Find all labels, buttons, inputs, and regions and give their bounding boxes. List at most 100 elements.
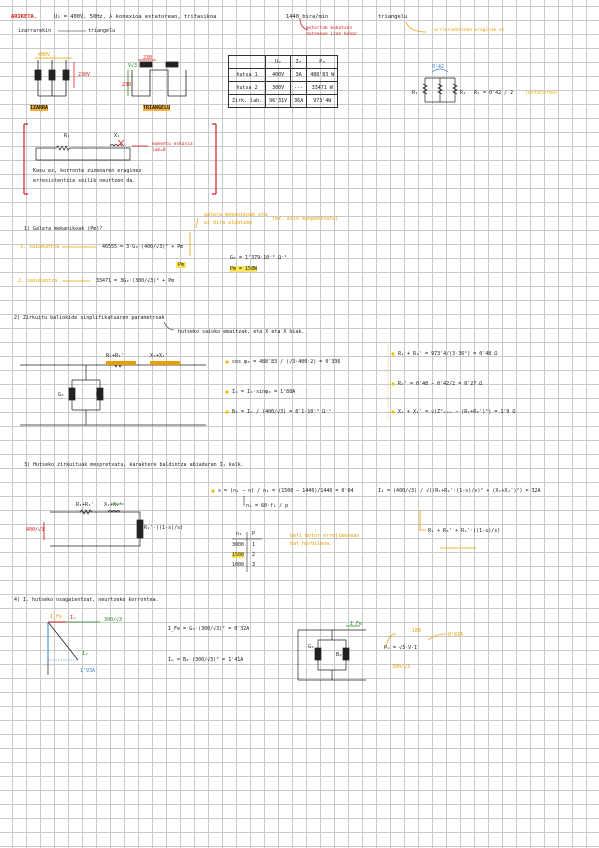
motor-note: motorrak bokatzen dutenean izan behar xyxy=(306,26,358,37)
q2-eq4: R₁ + R₂' = 973'4/(3·36²) = 0'48 Ω xyxy=(398,351,498,357)
q2-eq3: B₀ = Iₘ / (400/√3) = 8'1·10⁻³ Ω⁻¹ xyxy=(232,409,332,415)
q2-eq5: R₂' = 0'48 − 0'42/2 = 0'27 Ω xyxy=(398,381,483,387)
triangle-note: triangelu xyxy=(378,14,408,20)
q2-title: 2) Zirkuitu baliokide sinplifikatuaren p… xyxy=(14,315,165,321)
q4-ckt-b0: B₀ xyxy=(336,652,343,658)
q4-ckt-g0: G₀ xyxy=(308,644,315,650)
q4-phasor-val: 1'93A xyxy=(80,668,96,674)
q3-table-h2: P xyxy=(252,531,256,537)
q4-eq1: I_Fe = G₀·(300/√3)² = 0'32A xyxy=(168,626,250,632)
q3-eq2: I₁ = (400/√3) / √((R₁+R₂'·(1-s)/s)² + (X… xyxy=(378,488,541,494)
test-data-table: U₀ I₀ P₀ hutsa 1 400V 3A 488'83 W hutsa … xyxy=(227,55,339,108)
resistor-formula: R₁ = 0'42 / 2 xyxy=(474,90,514,96)
q3-eq1: s = (n₁ − n) / n₁ = (1500 − 1440)/1440 =… xyxy=(218,488,354,494)
q3-label-x: X₁+X₂' xyxy=(104,502,123,508)
q1-pm-box: Pm xyxy=(176,262,187,268)
q3-voltage: 400/√3 xyxy=(26,527,45,533)
q2-eq2: Iₘ = I₀·sinφ₀ = 1'88A xyxy=(232,389,296,395)
label-230v: 230V xyxy=(78,72,91,78)
circuit-line2: erresistentzia soilik neurtzen da. xyxy=(33,178,136,184)
q2-eq6: X₁ + X₂' = √(Z²ₘₐₓ − (R₁+R₂')²) = 1'9 Ω xyxy=(398,409,516,415)
q3-table-cell: 1000 xyxy=(232,562,245,568)
table-row: hutsa 1 400V 3A 488'83 W xyxy=(227,68,339,82)
q3-arrow xyxy=(419,510,476,549)
q3-title: 3) Hutseko zirkuituak mespretxatu, karak… xyxy=(24,462,244,468)
circuit-line1: Kasu ez, korronte zuzenaren eraginez xyxy=(33,168,142,174)
q1-result2: Pm = 158W xyxy=(230,266,258,272)
q3-circuit xyxy=(43,503,144,547)
q3-eq1b: n₁ = 60·f₁ / p xyxy=(246,503,289,509)
q2-bullets xyxy=(225,345,395,420)
table-cell: Zirk. lab. xyxy=(227,94,267,108)
label-400v-top: 400V xyxy=(38,52,51,58)
izarra-label: IZARRA xyxy=(30,105,49,111)
exercise-title: ARIKETA. xyxy=(11,14,37,20)
q3-table-h1: n₁ xyxy=(236,531,243,537)
q1-arrows xyxy=(62,217,199,282)
triangelu-label: TRIANGELU xyxy=(143,105,171,111)
q3-label-r: R₁+R₂' xyxy=(76,502,95,508)
q3-eq3: R₁ + R₂' + R₂'·((1-s)/s) xyxy=(428,528,501,534)
q1-line1-eq: 46555 = 3·G₀·(400/√3)² + Pm xyxy=(102,244,184,250)
q2-circuit xyxy=(20,321,206,426)
q4-ckt-ih: I_Fe xyxy=(350,621,363,627)
q4-pm-eq: Pₘ = √3·V·I xyxy=(384,645,418,651)
q1-line1-label: 1. saiakuntza xyxy=(20,244,60,250)
q1-note-top2: ez dira aldatzen xyxy=(204,220,253,226)
winding-diagrams xyxy=(34,57,187,97)
q4-phasor-v: 300/√3 xyxy=(104,617,123,623)
table-row: Zirk. lab. 96'31V 36A 973'4W xyxy=(227,94,339,108)
q2-label-x: X₁+X₂' xyxy=(150,353,169,359)
q3-table-cell: 1 xyxy=(252,542,256,548)
circuit-arrow-text: momentu eskasia lab=0 xyxy=(152,142,193,153)
connection-end: triangelu xyxy=(88,28,116,34)
table-cell: 973'4W xyxy=(306,94,339,108)
q4-label-180: 180 xyxy=(412,628,422,634)
q3-table-cell: 3 xyxy=(252,562,256,568)
table-row: hutsa 2 300V --- 33471 W xyxy=(227,81,339,95)
resistor-r1-left: R₁ xyxy=(412,90,419,96)
q3-table-cell: 1500 xyxy=(232,552,245,558)
q2-label-g0: G₀ xyxy=(58,392,65,398)
q2-label-r: R₁+R₂' xyxy=(106,353,125,359)
q1-note-top: galera mekanikoak eta xyxy=(204,212,268,218)
freq-note: arrieradatzeko eraginak ez xyxy=(434,28,505,33)
q2-eq1: cos φ₀ = 488'83 / (√3·400·2) = 0'336 xyxy=(232,359,341,365)
q1-line2-eq: 33471 = 3G₀·(300/√3)² + Pm xyxy=(96,278,175,284)
given-data: U₁ = 400V, 50Hz, ⅄ konexioa estatorean, … xyxy=(54,14,217,20)
circuit-r1: R₁ xyxy=(64,133,71,139)
q4-label-300: 300/√3 xyxy=(392,664,411,670)
speed-value: 1440 bira/min xyxy=(286,14,329,20)
resistor-network xyxy=(422,68,458,103)
circuit-x1: X₁ xyxy=(114,133,121,139)
q3-table-lines xyxy=(211,489,262,572)
resistor-top-label: 0'42 xyxy=(432,64,445,70)
q4-label-im: 0'83A xyxy=(448,632,464,638)
circuit-note-box xyxy=(23,123,217,195)
table-cell: 96'31V xyxy=(265,94,292,108)
q1-title: 1) Galera mekanikoak (Pm)? xyxy=(24,226,103,232)
q4-eq2: Iₘ = B₀·(300/√3)² = 1'41A xyxy=(168,657,244,663)
header-arrows xyxy=(58,17,427,33)
resistor-note: (estatorea) xyxy=(525,90,559,96)
connection-start: izarrarekin xyxy=(18,28,52,34)
q1-note-bracket: (ez. ezin konpentsatu) xyxy=(272,216,339,222)
q4-circuit xyxy=(297,625,447,681)
q3-table-cell: 2 xyxy=(252,552,256,558)
q3-note2: bat hurbilena. xyxy=(290,541,333,547)
q4-phasor xyxy=(47,621,100,675)
q3-note: beti motor errejimenean xyxy=(290,533,360,539)
q4-phasor-i0: I₀ xyxy=(82,651,89,657)
resistor-r1-right: R₁ xyxy=(460,90,467,96)
q1-result1: G₀ = 1'379·10⁻³ Ω⁻¹ xyxy=(230,255,288,261)
label-230-top: 230 xyxy=(143,55,153,61)
label-v3: V√3 xyxy=(128,63,138,69)
q1-line2-label: 2. saiakuntza xyxy=(18,278,58,284)
q3-table-cell: 3000 xyxy=(232,542,245,548)
q4-phasor-im: Iₘ xyxy=(70,615,77,621)
q2-subtitle: hutseko saioko emaitzak, eta X eta X bia… xyxy=(178,329,305,335)
q4-phasor-ife: I_Fe xyxy=(50,614,63,620)
q4-title: 4) I. hutseko osagaientzat, neurtzeko ko… xyxy=(14,597,159,603)
label-230-left: 230 xyxy=(122,82,132,88)
